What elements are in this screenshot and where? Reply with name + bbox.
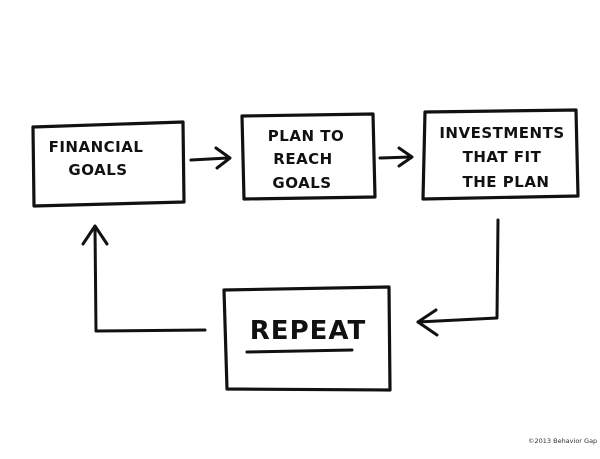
node-investments-that-fit-border: [421, 108, 580, 201]
node-investments-that-fit: INVESTMENTS THAT FIT THE PLAN: [421, 108, 580, 201]
node-financial-goals-line-2: GOALS: [68, 161, 127, 179]
node-investments-that-fit-line-3: THE PLAN: [463, 173, 550, 191]
node-repeat-underline: [245, 348, 354, 354]
node-repeat: REPEAT: [222, 285, 392, 392]
node-investments-that-fit-line-2: THAT FIT: [463, 148, 542, 166]
node-plan-to-reach-goals-line-2: REACH: [273, 150, 332, 168]
node-repeat-label: REPEAT: [250, 316, 366, 346]
node-plan-to-reach-goals: PLAN TO REACH GOALS: [240, 112, 377, 201]
copyright-notice: ©2013 Behavior Gap: [528, 437, 598, 445]
edge-investments-to-repeat: [416, 218, 500, 337]
node-plan-to-reach-goals-border: [240, 112, 377, 201]
node-repeat-border: [222, 285, 392, 392]
node-financial-goals-border: [31, 120, 186, 208]
edge-plan-to-investments: [378, 146, 414, 168]
edge-repeat-to-financial: [81, 224, 207, 333]
edge-financial-to-plan: [189, 146, 232, 170]
node-plan-to-reach-goals-line-1: PLAN TO: [268, 127, 344, 145]
node-investments-that-fit-line-1: INVESTMENTS: [439, 124, 564, 142]
node-financial-goals-line-1: FINANCIAL: [49, 138, 144, 156]
node-financial-goals: FINANCIAL GOALS: [31, 120, 186, 208]
node-plan-to-reach-goals-line-3: GOALS: [272, 174, 331, 192]
